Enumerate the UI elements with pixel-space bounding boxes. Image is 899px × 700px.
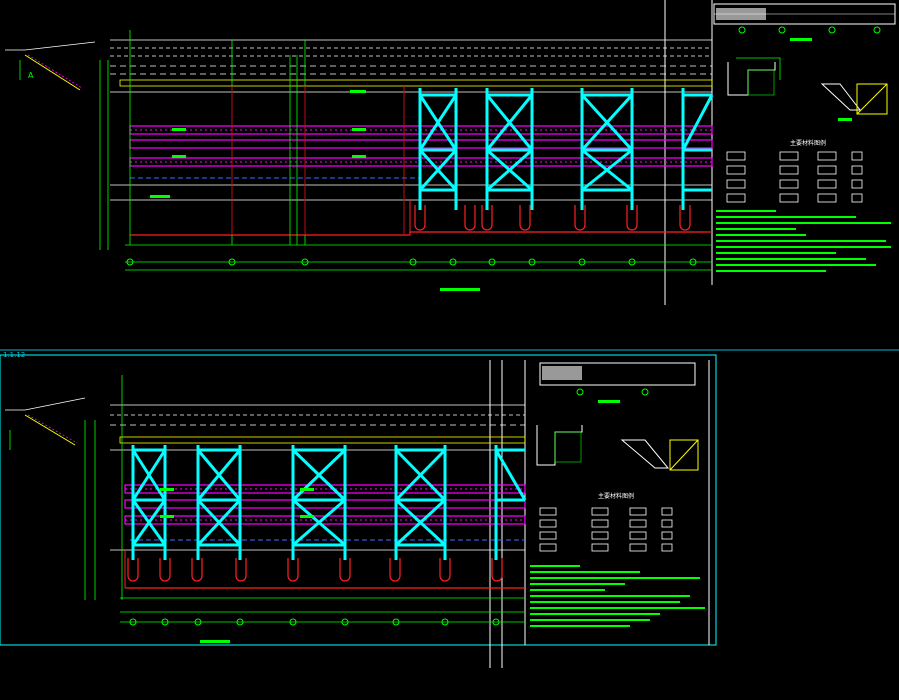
legend-title: 主要材料图例 bbox=[790, 139, 826, 147]
detail-section-icon bbox=[727, 57, 781, 96]
bracing-frames-bottom bbox=[131, 445, 527, 560]
legend-title-bottom: 主要材料图例 bbox=[598, 492, 634, 500]
grid-bubble-icon bbox=[126, 258, 697, 266]
bay-bracing-icon bbox=[418, 88, 458, 210]
piles-bottom bbox=[127, 558, 503, 582]
slope-section: A bbox=[5, 41, 96, 91]
pile-icon bbox=[414, 205, 691, 231]
svg-text:A: A bbox=[28, 71, 34, 80]
dimension-text bbox=[150, 90, 480, 291]
legend-panel-top: 主要材料图例 bbox=[713, 3, 896, 272]
top-sheet: A bbox=[5, 0, 896, 305]
bracing-frames-top bbox=[418, 88, 714, 210]
grid-bubbles-bottom bbox=[129, 618, 500, 626]
bottom-sheet: 主要材料图例 bbox=[0, 354, 717, 668]
legend-panel-bottom: 主要材料图例 bbox=[530, 362, 705, 627]
